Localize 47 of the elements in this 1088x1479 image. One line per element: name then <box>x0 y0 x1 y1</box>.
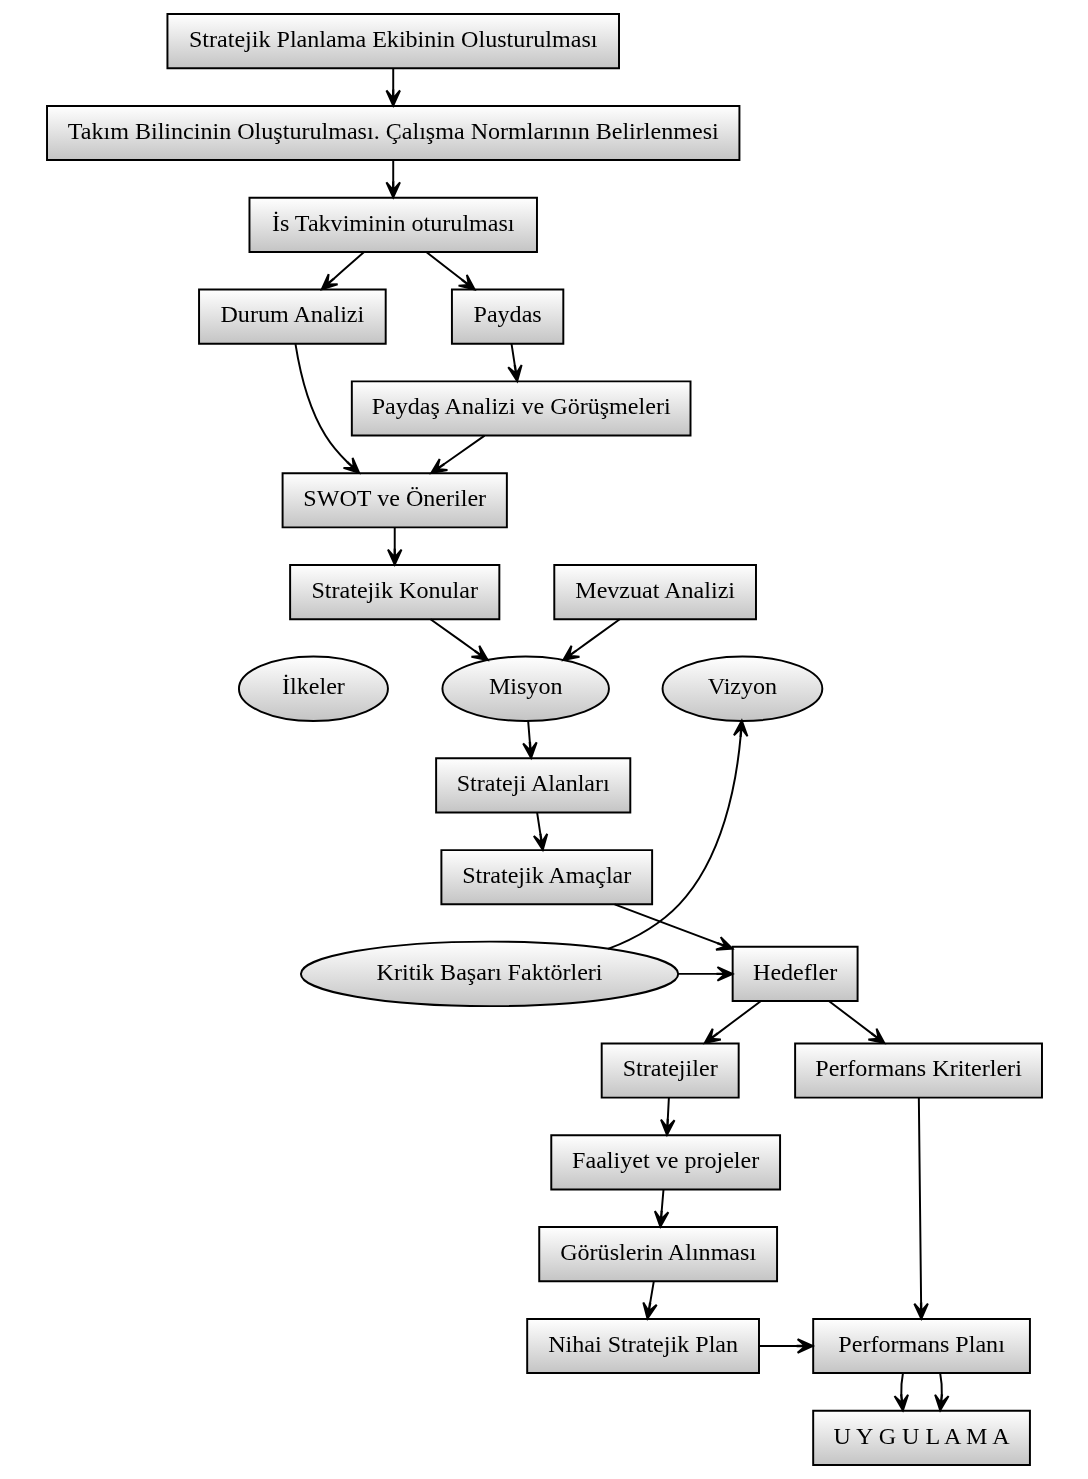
arrow <box>506 342 523 382</box>
arrow <box>912 1096 929 1320</box>
node-box: SWOT ve Öneriler <box>281 472 508 529</box>
node-box: Stratejik Konular <box>288 564 500 621</box>
node-box: İs Takviminin oturulması <box>248 196 538 253</box>
arrow <box>294 343 360 474</box>
arrow <box>424 251 476 291</box>
arrow <box>429 618 489 662</box>
node-box: Mevzuat Analizi <box>552 564 757 621</box>
node-box: Strateji Alanları <box>434 757 631 814</box>
arrow <box>521 719 538 759</box>
arrow <box>386 526 402 566</box>
arrow <box>758 1338 814 1354</box>
arrow <box>384 159 401 199</box>
arrow <box>659 1096 675 1136</box>
node-box: Performans Kriterleri <box>793 1042 1043 1099</box>
arrow <box>653 1188 669 1228</box>
node-box: Performans Planı <box>811 1317 1031 1375</box>
node-box: Faaliyet ve projeler <box>549 1134 781 1191</box>
arrow <box>561 618 621 662</box>
node-ellipse: Misyon <box>440 655 610 722</box>
arrow <box>606 719 748 950</box>
arrow <box>384 67 401 107</box>
node-box: U Y G U L A M A <box>811 1409 1031 1466</box>
node-box: Stratejik Amaçlar <box>439 849 653 906</box>
arrow <box>429 434 486 475</box>
arrow <box>676 966 733 982</box>
node-ellipse: İlkeler <box>237 655 389 722</box>
arrow <box>933 1372 950 1412</box>
node-ellipse: Vizyon <box>661 655 823 722</box>
node-box: Görüslerin Alınması <box>537 1226 778 1283</box>
node-box: Stratejiler <box>600 1042 740 1099</box>
arrow <box>703 1000 762 1045</box>
arrow <box>320 251 365 291</box>
arrow <box>893 1372 909 1412</box>
node-box: Nihai Stratejik Plan <box>525 1317 760 1375</box>
arrow <box>641 1280 658 1320</box>
node-box: Paydas <box>450 288 564 345</box>
arrow <box>613 903 733 951</box>
node-box: Hedefler <box>731 945 859 1002</box>
node-box: Stratejik Planlama Ekibinin Olusturulması <box>165 13 620 70</box>
node-box: Paydaş Analizi ve Görüşmeleri <box>350 380 691 437</box>
node-ellipse: Kritik Başarı Faktörleri <box>299 940 679 1008</box>
arrow <box>532 811 548 851</box>
node-box: Durum Analizi <box>197 288 387 345</box>
arrow <box>827 1000 885 1045</box>
node-box: Takım Bilincinin Oluşturulması. Çalışma Normlarının Belirlenmesi <box>45 104 740 162</box>
